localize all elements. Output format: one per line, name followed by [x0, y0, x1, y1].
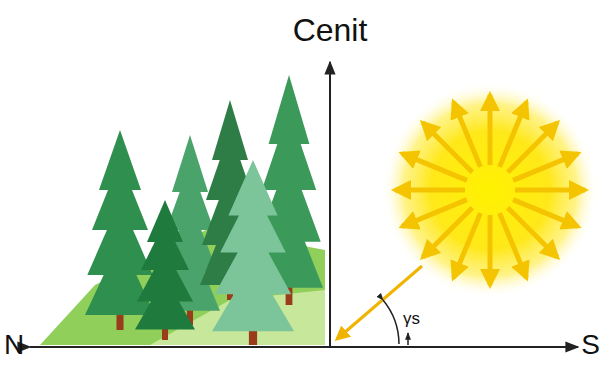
north-label: N [4, 331, 24, 359]
horizon-axis [30, 346, 578, 348]
forest-trees [85, 75, 323, 345]
sun-rays [395, 95, 585, 285]
angle-tick [407, 333, 409, 345]
zenith-label: Cenit [293, 14, 368, 46]
zenith-axis [329, 62, 331, 347]
elevation-angle-arc [383, 300, 399, 344]
sun-glow [382, 82, 598, 298]
south-label: S [581, 331, 600, 359]
sun-beam [337, 266, 422, 339]
elevation-angle-label: γs [403, 310, 420, 327]
